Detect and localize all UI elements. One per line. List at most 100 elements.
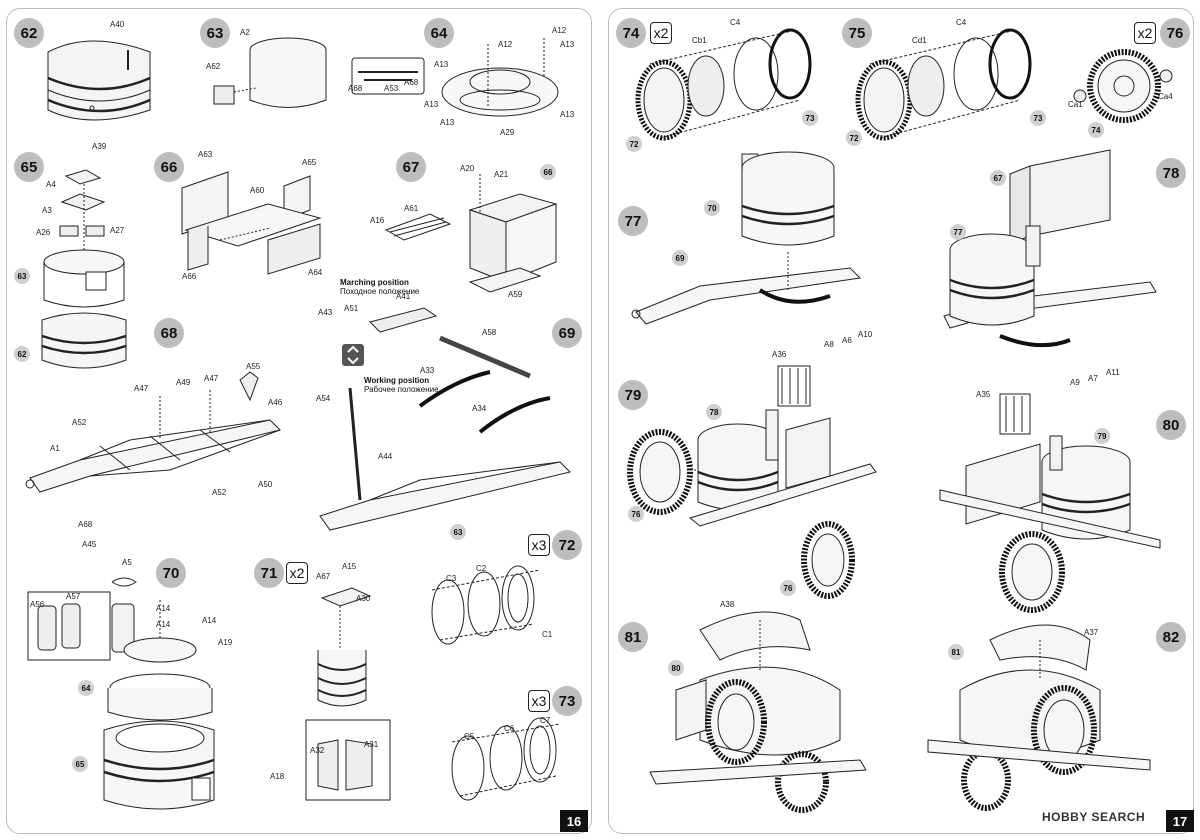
- drawing-step-80: [939, 393, 1161, 613]
- part-label: A33: [420, 366, 435, 375]
- drawing-step-75: [855, 28, 1032, 141]
- part-label: A39: [92, 142, 107, 151]
- ref-callout: 74: [1088, 122, 1104, 138]
- step-number-82: 82: [1156, 622, 1186, 652]
- part-label: A3: [42, 206, 52, 215]
- part-label: A9: [1070, 378, 1080, 387]
- part-label: A16: [370, 216, 385, 225]
- part-label: C3: [446, 574, 457, 583]
- page-number-left: 16: [560, 810, 588, 832]
- part-label: A57: [66, 592, 81, 601]
- multiplier-74: x2: [650, 22, 672, 44]
- multiplier-71: x2: [286, 562, 308, 584]
- part-label: A60: [250, 186, 265, 195]
- multiplier-76: x2: [1134, 22, 1156, 44]
- ref-callout: 70: [704, 200, 720, 216]
- ref-callout: 72: [846, 130, 862, 146]
- part-label: A13: [560, 110, 575, 119]
- part-label: A40: [110, 20, 125, 29]
- ref-callout: 73: [802, 110, 818, 126]
- part-label: A64: [308, 268, 323, 277]
- part-label: A32: [310, 746, 325, 755]
- part-label: A20: [460, 164, 475, 173]
- part-label: A13: [424, 100, 439, 109]
- drawing-step-63: [213, 37, 327, 108]
- part-label: A12: [498, 40, 513, 49]
- part-label: A14: [156, 604, 171, 613]
- drawing-step-81: [649, 611, 867, 813]
- part-label: A54: [316, 394, 331, 403]
- part-label: C2: [476, 564, 487, 573]
- part-label: A68: [404, 78, 419, 87]
- part-label: A13: [434, 60, 449, 69]
- part-label: A4: [46, 180, 56, 189]
- part-label: A31: [364, 740, 379, 749]
- part-label: A29: [500, 128, 515, 137]
- part-label: A8: [824, 340, 834, 349]
- part-label: A19: [218, 638, 233, 647]
- part-label: A47: [204, 374, 219, 383]
- step-number-68: 68: [154, 318, 184, 348]
- marching-position-note: Marching position Походное положение: [340, 278, 419, 296]
- part-label: A41: [396, 292, 411, 301]
- step-number-66: 66: [154, 152, 184, 182]
- ref-callout: 69: [672, 250, 688, 266]
- part-label: A30: [356, 594, 371, 603]
- ref-callout: 67: [990, 170, 1006, 186]
- ref-callout: 62: [14, 346, 30, 362]
- ref-callout: 73: [1030, 110, 1046, 126]
- part-label: C4: [956, 18, 967, 27]
- hobby-search-watermark: HOBBY SEARCH: [1042, 810, 1146, 824]
- ref-callout: 63: [14, 268, 30, 284]
- drawing-step-70: [27, 577, 215, 810]
- part-label: A68: [78, 520, 93, 529]
- part-label: A44: [378, 452, 393, 461]
- part-label: A61: [404, 204, 419, 213]
- part-label: A49: [176, 378, 191, 387]
- part-label: A13: [560, 40, 575, 49]
- part-label: A5: [122, 558, 132, 567]
- multiplier-72: x3: [528, 534, 550, 556]
- part-label: A2: [240, 28, 250, 37]
- step-number-76: 76: [1160, 18, 1190, 48]
- part-label: A38: [720, 600, 735, 609]
- part-label: A53: [384, 84, 399, 93]
- step-number-71: 71: [254, 558, 284, 588]
- step-number-78: 78: [1156, 158, 1186, 188]
- step-number-70: 70: [156, 558, 186, 588]
- part-label: A37: [1084, 628, 1099, 637]
- part-label: A15: [342, 562, 357, 571]
- drawing-step-77: [631, 151, 862, 325]
- part-label: A11: [1106, 368, 1120, 377]
- ref-callout: 64: [78, 680, 94, 696]
- ref-callout: 78: [706, 404, 722, 420]
- step-number-69: 69: [552, 318, 582, 348]
- part-label: Cb1: [692, 36, 707, 45]
- part-label: A67: [316, 572, 331, 581]
- ref-callout: 76: [628, 506, 644, 522]
- part-label: A27: [110, 226, 125, 235]
- part-label: A1: [50, 444, 60, 453]
- drawing-step-67: [384, 174, 558, 293]
- part-label: A12: [552, 26, 567, 35]
- part-label: A56: [30, 600, 45, 609]
- step-number-81: 81: [618, 622, 648, 652]
- ref-callout: 77: [950, 224, 966, 240]
- part-label: A63: [198, 150, 213, 159]
- part-label: A62: [206, 62, 221, 71]
- ref-callout: 80: [668, 660, 684, 676]
- step-number-64: 64: [424, 18, 454, 48]
- page-number-right: 17: [1166, 810, 1194, 832]
- drawing-step-66: [181, 171, 322, 275]
- ref-callout: 65: [72, 756, 88, 772]
- drawing-step-79: [627, 365, 877, 599]
- part-label: A52: [212, 488, 227, 497]
- part-label: A66: [182, 272, 197, 281]
- drawing-step-82: [927, 624, 1151, 811]
- part-label: A46: [268, 398, 283, 407]
- part-label: A35: [976, 390, 991, 399]
- step-number-65: 65: [14, 152, 44, 182]
- step-number-77: 77: [618, 206, 648, 236]
- ref-callout: 81: [948, 644, 964, 660]
